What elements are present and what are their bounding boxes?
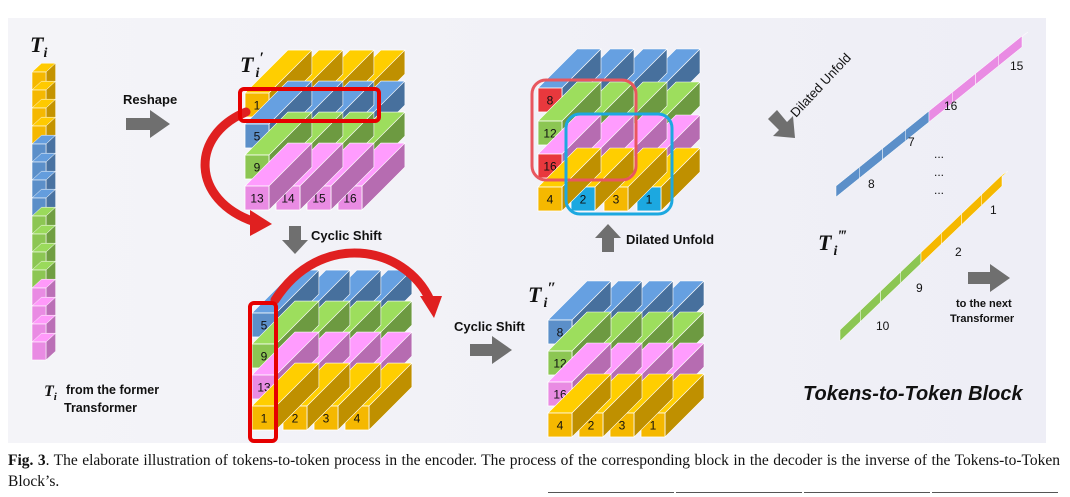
token-number: 9	[261, 350, 268, 364]
caption-text: . The elaborate illustration of tokens-t…	[8, 452, 1061, 490]
ellipsis-3: ...	[934, 183, 944, 197]
block-title: Tokens-to-Token Block	[803, 383, 1024, 405]
token-column	[31, 38, 64, 361]
token-cell: 16	[537, 153, 563, 179]
token-rod	[547, 373, 612, 438]
sequence-label: 7	[908, 135, 915, 149]
token-number: 14	[281, 192, 295, 206]
token-number: 5	[254, 130, 261, 144]
sequence-label: 8	[868, 177, 875, 191]
footer-rule-2	[676, 492, 802, 493]
ellipsis-1: ...	[934, 147, 944, 161]
highlight-col-1	[248, 301, 278, 443]
red-curve-arrow-1	[200, 107, 260, 227]
next-label-1: to the next	[956, 298, 1012, 310]
cyclic-shift-label-1: Cyclic Shift	[311, 228, 382, 243]
grid-t-double-prime: 57689111012131514161324	[547, 280, 705, 438]
token-number: 4	[547, 193, 554, 207]
sequence-label: 16	[944, 99, 958, 113]
red-curve-arrow-1-head	[250, 210, 272, 236]
highlight-red-window	[530, 78, 638, 182]
sequence-segment	[981, 170, 1009, 206]
next-label-2: Transformer	[950, 313, 1015, 325]
token-number: 13	[250, 192, 264, 206]
sequence-label: 9	[916, 281, 923, 295]
token-cell: 1	[636, 186, 662, 212]
grid-dilated: 57689111012131514161324	[537, 48, 701, 212]
figure-panel	[8, 18, 1046, 443]
grid-t-prime: 43218765121110916151413	[244, 49, 406, 211]
footer-rule-4	[932, 492, 1058, 493]
column-token	[31, 332, 57, 361]
token-number: 2	[588, 419, 595, 433]
highlight-cyan-window	[564, 112, 674, 216]
token-number: 16	[543, 160, 557, 174]
figure-caption: Fig. 3. The elaborate illustration of to…	[8, 450, 1060, 492]
token-number: 3	[619, 419, 626, 433]
token-number: 8	[547, 94, 554, 108]
footer-rule-1	[548, 492, 674, 493]
next-transformer-arrow	[968, 264, 1010, 292]
token-number: 4	[354, 412, 361, 426]
token-number: 1	[646, 193, 653, 207]
token-number: 3	[323, 412, 330, 426]
dilated-unfold-arrow-up	[595, 224, 621, 252]
token-number: 4	[557, 419, 564, 433]
token-number: 3	[613, 193, 620, 207]
cyclic-shift-arrow-right	[470, 336, 512, 364]
column-depth	[46, 38, 64, 360]
token-number: 12	[543, 127, 557, 141]
red-curve-arrow-2	[270, 248, 435, 305]
former-label-1: from the former	[66, 383, 159, 397]
highlight-row-1	[238, 87, 381, 123]
sequence-segment	[998, 31, 1029, 67]
reshape-label: Reshape	[123, 92, 177, 107]
footer-rule-3	[804, 492, 930, 493]
token-number: 1	[650, 419, 657, 433]
token-number: 8	[557, 326, 564, 340]
token-number: 2	[580, 193, 587, 207]
ti-label: Ti	[30, 32, 47, 61]
sequence-label: 1	[990, 203, 997, 217]
cyclic-shift-label-2: Cyclic Shift	[454, 319, 525, 334]
dilated-unfold-label-1: Dilated Unfold	[626, 232, 714, 247]
former-label-2: Transformer	[64, 401, 137, 415]
sequence-label: 2	[955, 245, 962, 259]
reshape-arrow	[126, 110, 170, 138]
former-ti-symbol: Ti	[44, 383, 58, 403]
token-number: 2	[292, 412, 299, 426]
sequence-bar-bottom: 1 2 9 10	[839, 170, 1009, 342]
sequence-bar-top: 15 16 7 8	[835, 31, 1029, 198]
token-cell: 4	[537, 186, 563, 212]
token-cell: 1	[251, 405, 277, 431]
token-number: 1	[254, 99, 261, 113]
grid-shifted: 87651211109161514134321	[251, 269, 413, 431]
cyclic-shift-arrow-down	[282, 226, 308, 254]
token-number: 5	[261, 319, 268, 333]
caption-label: Fig. 3	[8, 452, 46, 469]
token-number: 9	[254, 161, 261, 175]
token-cell: 13	[244, 185, 270, 211]
sequence-label: 10	[876, 319, 890, 333]
token-cell: 4	[547, 412, 573, 438]
token-number: 1	[261, 412, 268, 426]
token-number: 16	[343, 192, 357, 206]
dilated-unfold-arrow-diag	[768, 110, 795, 138]
ellipsis-2: ...	[934, 165, 944, 179]
sequence-label: 15	[1010, 59, 1024, 73]
token-number: 15	[312, 192, 326, 206]
red-curve-arrow-2-head	[420, 296, 442, 318]
